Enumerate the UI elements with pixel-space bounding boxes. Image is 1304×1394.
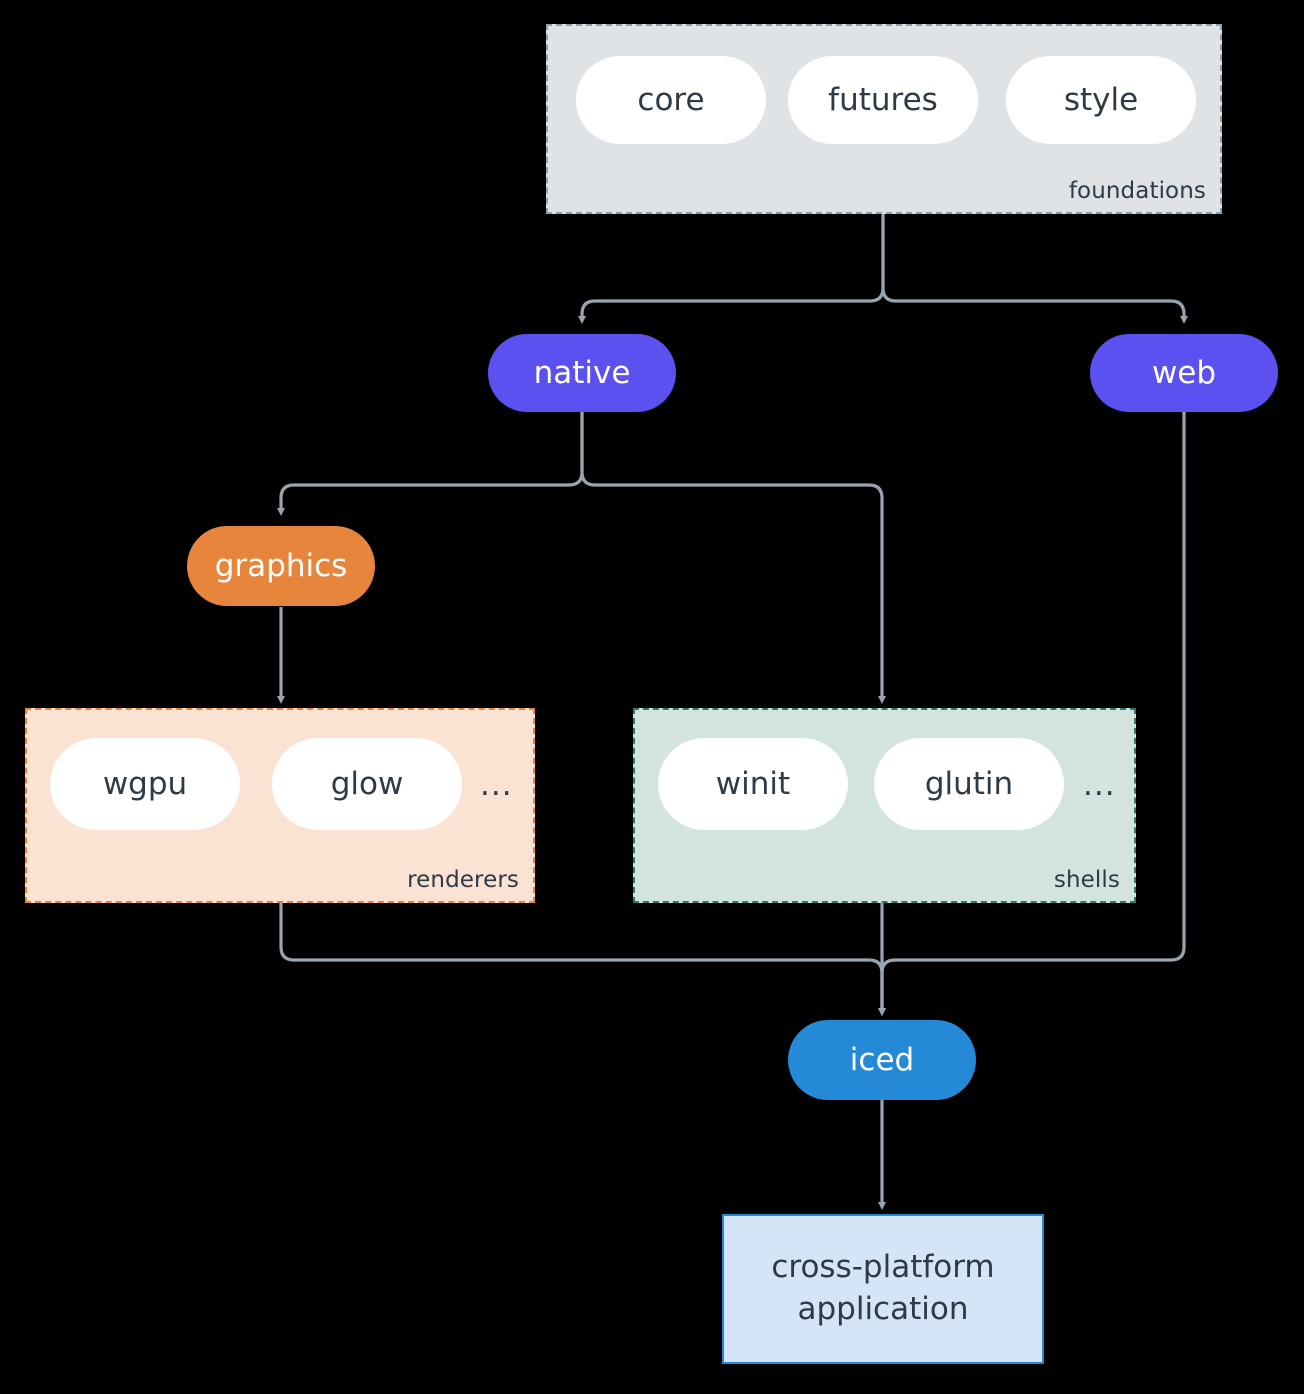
pill-futures-label: futures (828, 82, 938, 118)
edge-foundations-to-native (578, 214, 885, 324)
application-label-line2: application (797, 1291, 969, 1327)
renderers-more-ellipsis: ... (480, 767, 513, 803)
group-label-renderers: renderers (407, 867, 519, 893)
node-graphics[interactable]: graphics (187, 526, 375, 606)
pill-glow-label: glow (330, 766, 404, 802)
pill-style[interactable]: style (1006, 56, 1196, 144)
pill-winit-label: winit (715, 766, 791, 802)
node-native-label: native (533, 355, 631, 391)
pill-glow[interactable]: glow (272, 738, 462, 830)
pill-futures[interactable]: futures (788, 56, 978, 144)
shells-more-ellipsis: ... (1083, 767, 1116, 803)
pill-core-label: core (637, 82, 705, 118)
node-iced[interactable]: iced (788, 1020, 976, 1100)
node-web-label: web (1151, 355, 1217, 391)
edge-renderers-to-iced (279, 903, 886, 1016)
node-web[interactable]: web (1090, 334, 1278, 412)
pill-core[interactable]: core (576, 56, 766, 144)
group-label-foundations: foundations (1068, 178, 1206, 204)
edge-native-to-graphics (277, 412, 584, 516)
pill-wgpu-label: wgpu (102, 766, 188, 802)
pill-wgpu[interactable]: wgpu (50, 738, 240, 830)
edge-native-to-shells (580, 412, 886, 704)
group-renderers: wgpu glow ... renderers (25, 708, 535, 903)
group-shells: winit glutin ... shells (633, 708, 1136, 903)
pill-glutin[interactable]: glutin (874, 738, 1064, 830)
edge-foundations-to-web (881, 214, 1188, 324)
pill-glutin-label: glutin (924, 766, 1014, 802)
application-label-line1: cross-platform (771, 1249, 995, 1286)
group-foundations: core futures style foundations (546, 24, 1222, 214)
group-label-shells: shells (1053, 867, 1120, 893)
node-cross-platform-application[interactable]: cross-platform application (722, 1214, 1044, 1364)
node-iced-label: iced (849, 1042, 915, 1078)
node-native[interactable]: native (488, 334, 676, 412)
pill-style-label: style (1063, 82, 1139, 118)
pill-winit[interactable]: winit (658, 738, 848, 830)
node-graphics-label: graphics (214, 548, 348, 584)
